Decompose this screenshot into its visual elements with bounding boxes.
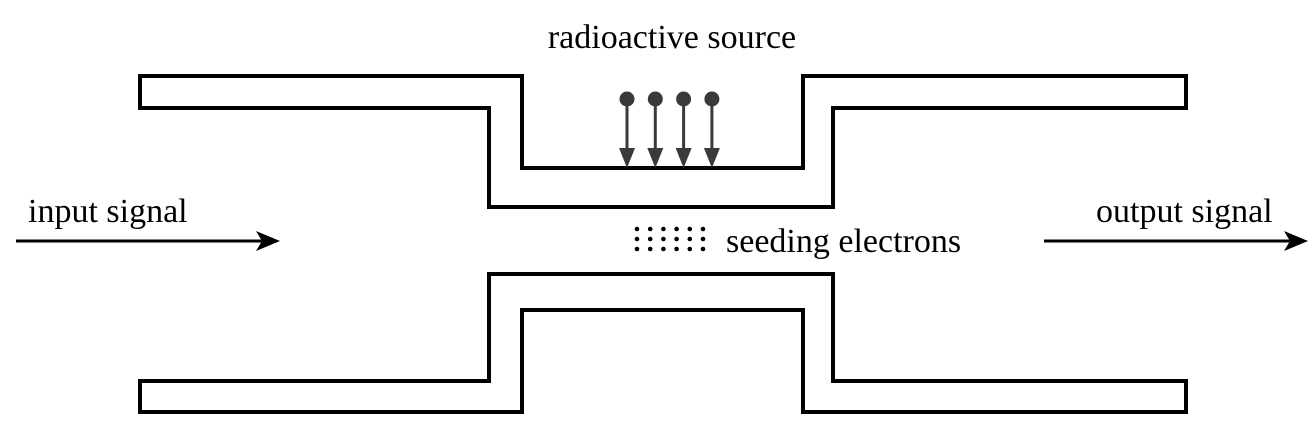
ray-arrowhead (619, 148, 635, 168)
upper-wall-outline (138, 74, 1188, 209)
electron-dot (647, 246, 653, 252)
lower-wall-outline (138, 272, 1188, 414)
input-signal-label: input signal (28, 193, 188, 230)
radiation-ray (675, 91, 692, 168)
source-particle-dot (676, 91, 692, 107)
source-particle-dot (619, 91, 635, 107)
radioactive-rays (619, 91, 720, 168)
electron-dot (661, 226, 666, 232)
source-particle-dot (647, 91, 663, 107)
electron-dot (674, 226, 679, 232)
seeding-electrons-label: seeding electrons (726, 223, 961, 260)
upper-wall (138, 74, 1188, 209)
radiation-ray (703, 91, 720, 168)
electron-dot (634, 226, 640, 232)
electron-dot (687, 236, 693, 242)
radiation-ray (619, 91, 635, 168)
electron-dot (687, 226, 693, 232)
input-signal-arrow (16, 231, 280, 251)
radiation-ray (647, 91, 664, 168)
radioactive-source-label: radioactive source (548, 19, 796, 56)
ray-arrowhead (675, 148, 692, 168)
electron-dot (674, 236, 679, 242)
source-particle-dot (704, 91, 720, 107)
electron-dot (674, 246, 679, 252)
electron-dot (687, 246, 693, 252)
electron-dot (700, 226, 706, 232)
electron-dot (700, 236, 706, 242)
ray-arrowhead (703, 148, 720, 168)
electron-dot (647, 236, 653, 242)
output-signal-label: output signal (1096, 193, 1273, 230)
electron-dot (700, 246, 706, 252)
electron-dot (634, 246, 640, 252)
electron-dot (661, 236, 666, 242)
seeding-electrons (634, 226, 706, 252)
lower-wall (138, 272, 1188, 414)
electron-dot (661, 246, 666, 252)
ray-arrowhead (647, 148, 664, 168)
output-signal-arrow (1044, 231, 1308, 251)
electron-dot (647, 226, 653, 232)
electron-dot (634, 236, 640, 242)
